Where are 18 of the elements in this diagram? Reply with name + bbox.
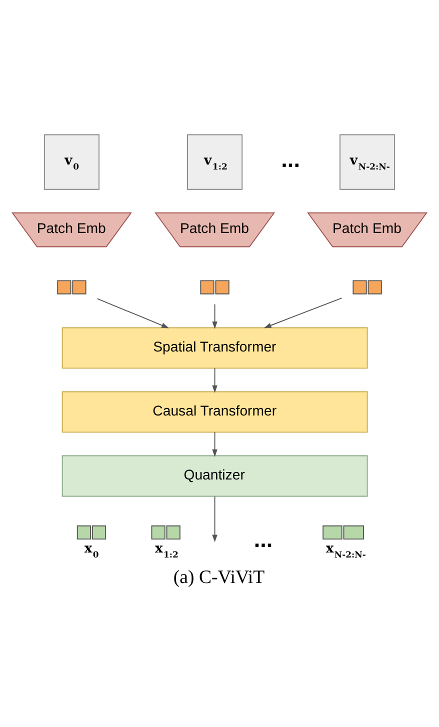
node-label: x$_{1:2}$ (155, 541, 178, 560)
arrow (96, 298, 170, 328)
arrow (212, 368, 218, 393)
node-box: v$_{0}$ (44, 134, 100, 190)
node-box: v$_{N-2:N-}$ (340, 134, 396, 190)
label: ... (254, 526, 273, 552)
arrow (212, 432, 218, 457)
node-label: x$_{N-2:N-}$ (326, 541, 366, 560)
caption: (a) C-ViViT (173, 566, 265, 588)
node-box: Causal Transformer (62, 391, 368, 433)
label: ... (281, 146, 300, 172)
arrow (264, 298, 342, 328)
node-box: Spatial Transformer (62, 327, 368, 369)
node-box: v$_{1:2}$ (187, 134, 243, 190)
node-label: x$_{0}$ (84, 541, 99, 560)
arrow (212, 304, 218, 330)
arrow (212, 496, 218, 542)
node-box: Quantizer (62, 455, 368, 497)
